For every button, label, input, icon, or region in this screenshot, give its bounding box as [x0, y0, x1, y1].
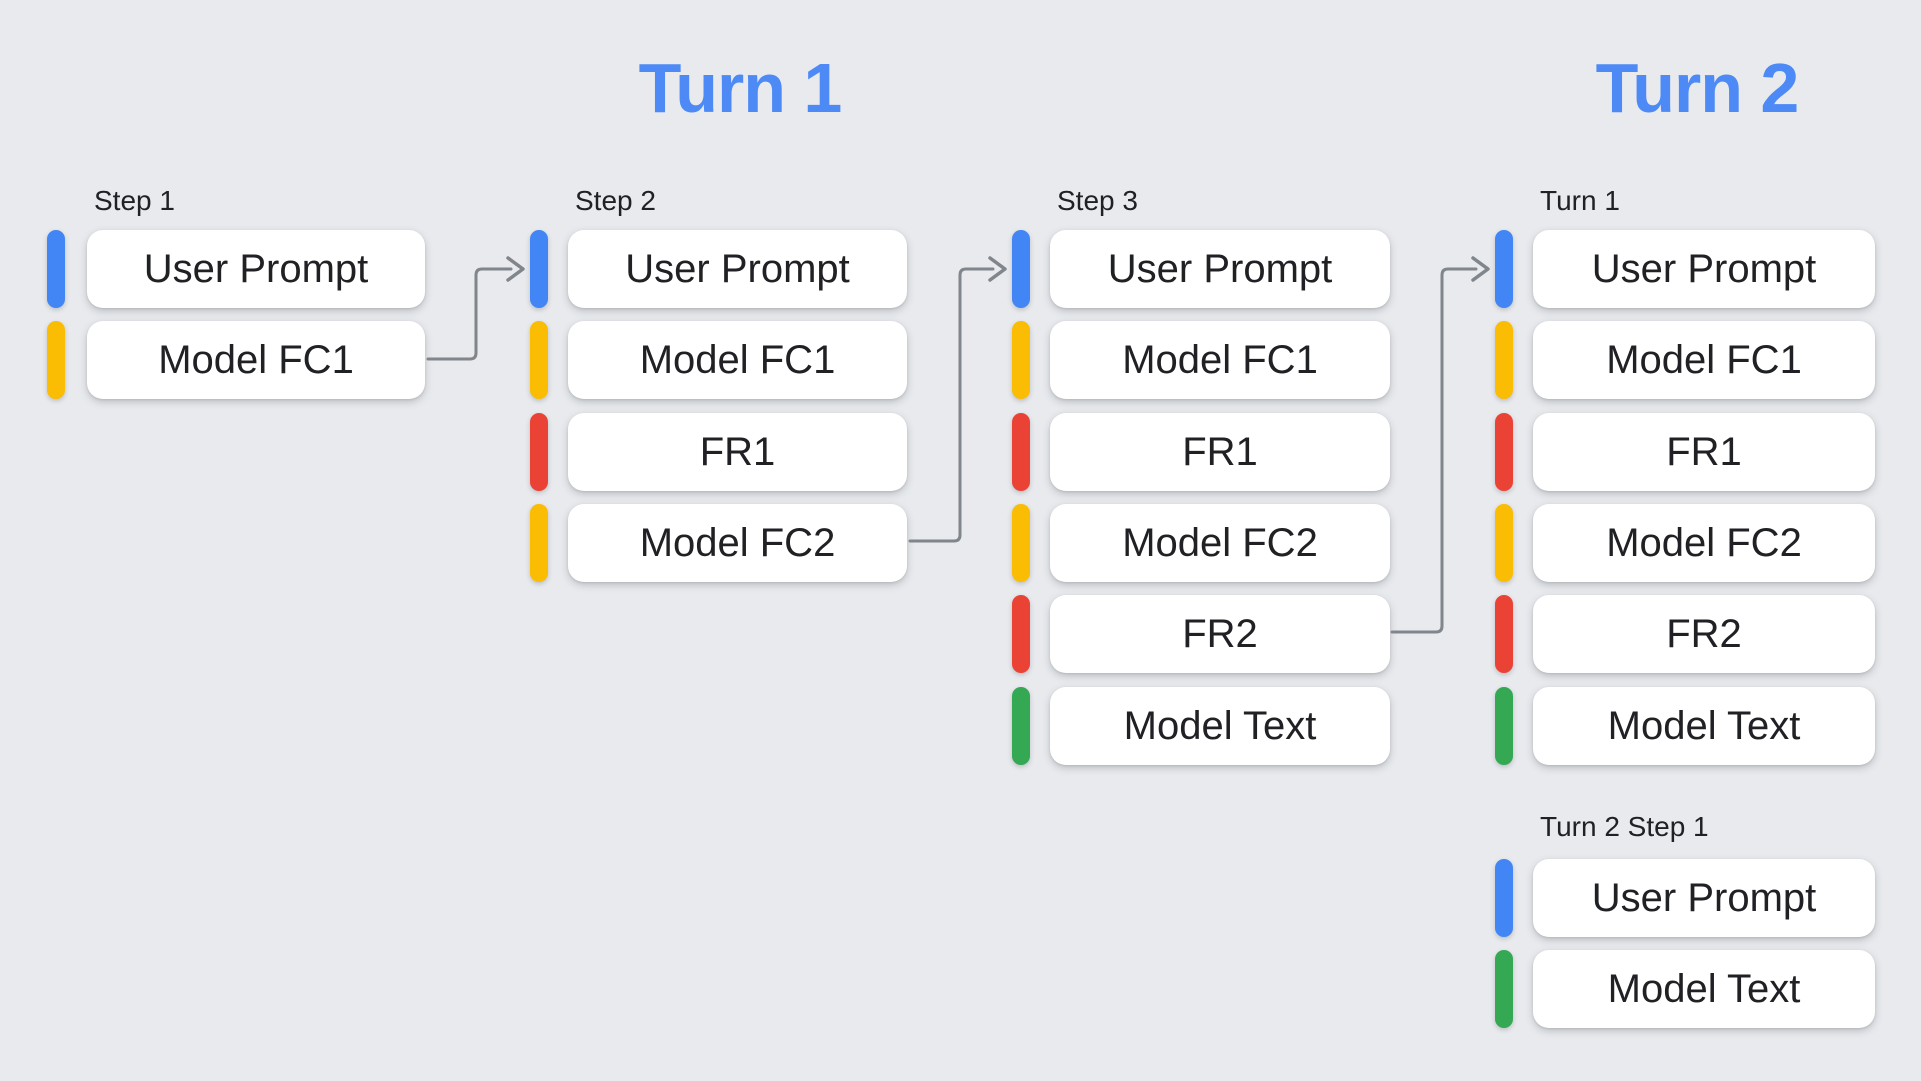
- card-model-fc2: Model FC2: [1533, 504, 1875, 582]
- card-model-fc1: Model FC1: [87, 321, 425, 399]
- card-user-prompt: User Prompt: [1050, 230, 1390, 308]
- blue-accent-bar: [1495, 859, 1513, 937]
- card-label: FR1: [1666, 429, 1742, 474]
- card-fr1: FR1: [568, 413, 907, 491]
- flow-arrow-2-head-icon: [988, 256, 1007, 282]
- card-user-prompt: User Prompt: [568, 230, 907, 308]
- yellow-accent-bar: [1495, 321, 1513, 399]
- flow-arrow-3-head-icon: [1471, 256, 1490, 282]
- card-user-prompt: User Prompt: [1533, 859, 1875, 937]
- yellow-accent-bar: [1495, 504, 1513, 582]
- card-label: User Prompt: [143, 246, 369, 291]
- yellow-accent-bar: [1012, 504, 1030, 582]
- yellow-accent-bar: [530, 504, 548, 582]
- card-user-prompt: User Prompt: [1533, 230, 1875, 308]
- card-fr2: FR2: [1533, 595, 1875, 673]
- group-label-turn-2-step-1: Turn 2 Step 1: [1540, 811, 1709, 842]
- card-model-fc1: Model FC1: [568, 321, 907, 399]
- group-label-turn-1-summary: Turn 1: [1540, 185, 1620, 216]
- card-model-fc2: Model FC2: [1050, 504, 1390, 582]
- card-fr1: FR1: [1533, 413, 1875, 491]
- red-accent-bar: [1495, 413, 1513, 491]
- yellow-accent-bar: [47, 321, 65, 399]
- card-label: FR1: [1182, 429, 1258, 474]
- yellow-accent-bar: [530, 321, 548, 399]
- red-accent-bar: [1012, 413, 1030, 491]
- card-label: Model Text: [1607, 966, 1801, 1011]
- red-accent-bar: [1495, 595, 1513, 673]
- card-user-prompt: User Prompt: [87, 230, 425, 308]
- red-accent-bar: [530, 413, 548, 491]
- card-label: FR2: [1182, 611, 1258, 656]
- card-label: FR1: [699, 429, 776, 474]
- card-fr2: FR2: [1050, 595, 1390, 673]
- card-model-text: Model Text: [1533, 950, 1875, 1028]
- card-label: Model FC1: [1606, 337, 1802, 382]
- card-model-fc2: Model FC2: [568, 504, 907, 582]
- flow-arrow-2-line: [908, 267, 995, 543]
- blue-accent-bar: [47, 230, 65, 308]
- card-label: User Prompt: [1591, 246, 1817, 291]
- card-model-text: Model Text: [1050, 687, 1390, 765]
- green-accent-bar: [1012, 687, 1030, 765]
- turn-2-title: Turn 2: [1595, 49, 1800, 127]
- card-label: Model FC1: [639, 337, 836, 382]
- card-model-text: Model Text: [1533, 687, 1875, 765]
- card-label: Model FC1: [158, 337, 354, 382]
- card-label: Model FC1: [1122, 337, 1318, 382]
- group-label-step-3: Step 3: [1057, 185, 1138, 216]
- flow-arrow-3-line: [1390, 267, 1478, 634]
- red-accent-bar: [1012, 595, 1030, 673]
- card-label: User Prompt: [1107, 246, 1333, 291]
- blue-accent-bar: [1012, 230, 1030, 308]
- green-accent-bar: [1495, 950, 1513, 1028]
- card-label: Model FC2: [1122, 520, 1318, 565]
- card-label: FR2: [1666, 611, 1742, 656]
- yellow-accent-bar: [1012, 321, 1030, 399]
- card-label: Model FC2: [1606, 520, 1802, 565]
- card-label: Model FC2: [639, 520, 836, 565]
- card-fr1: FR1: [1050, 413, 1390, 491]
- card-label: Model Text: [1607, 703, 1801, 748]
- card-label: User Prompt: [1591, 875, 1817, 920]
- card-label: User Prompt: [625, 246, 850, 291]
- blue-accent-bar: [1495, 230, 1513, 308]
- turn-1-title: Turn 1: [638, 49, 843, 127]
- group-label-step-1: Step 1: [94, 185, 175, 216]
- group-label-step-2: Step 2: [575, 185, 656, 216]
- green-accent-bar: [1495, 687, 1513, 765]
- card-model-fc1: Model FC1: [1050, 321, 1390, 399]
- card-label: Model Text: [1123, 703, 1317, 748]
- flow-arrow-1-head-icon: [506, 256, 525, 282]
- card-model-fc1: Model FC1: [1533, 321, 1875, 399]
- blue-accent-bar: [530, 230, 548, 308]
- flow-arrow-1-line: [426, 267, 513, 361]
